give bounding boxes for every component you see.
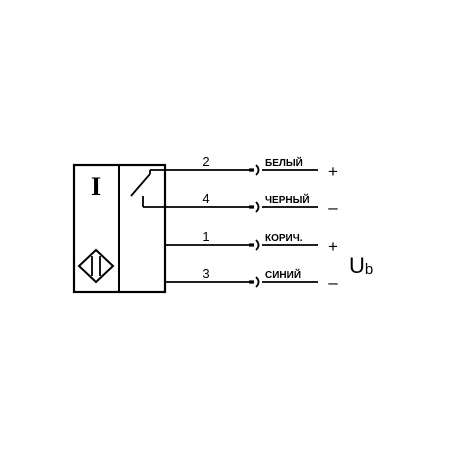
polarity-sign-wire-2: +: [328, 162, 338, 181]
sensor-type-letter: I: [91, 172, 101, 201]
pin-number-4: 4: [202, 191, 209, 206]
supply-voltage-label: Ub: [349, 253, 373, 278]
inductive-sensor-icon: [77, 248, 115, 284]
wire-1: [165, 239, 318, 251]
polarity-sign-wire-3: –: [328, 273, 338, 292]
wire-2: [150, 164, 318, 176]
pin-number-3: 3: [202, 266, 209, 281]
switch-contact-icon: [130, 170, 151, 207]
wire-color-label-white: БЕЛЫЙ: [265, 156, 303, 169]
wire-3: [165, 276, 318, 288]
wire-color-label-blue: СИНИЙ: [265, 268, 301, 281]
supply-symbol: U: [349, 253, 365, 278]
polarity-sign-wire-1: +: [328, 237, 338, 256]
wire-color-label-brown: КОРИЧ.: [265, 233, 303, 244]
pin-number-2: 2: [202, 154, 209, 169]
polarity-sign-wire-4: –: [328, 198, 338, 217]
supply-subscript: b: [365, 261, 373, 278]
pin-number-1: 1: [202, 229, 209, 244]
wire-color-label-black: ЧЕРНЫЙ: [265, 193, 310, 206]
wire-4: [143, 201, 318, 213]
